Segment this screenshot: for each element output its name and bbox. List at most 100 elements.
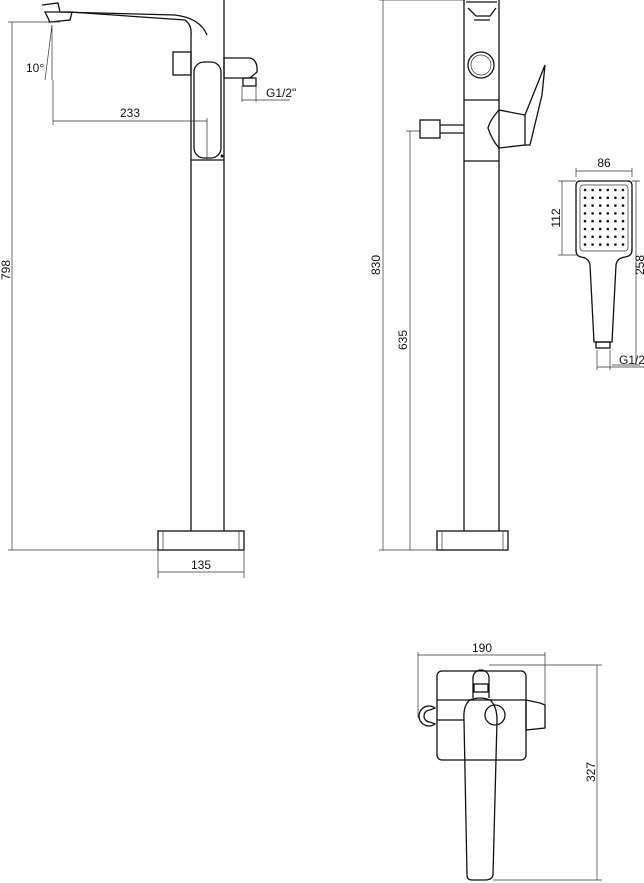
nozzle-dot	[621, 243, 625, 246]
dim-thread-line	[241, 86, 290, 102]
spout-nut	[473, 683, 489, 693]
inlet-box	[525, 699, 546, 731]
nozzle-dot	[591, 188, 594, 192]
nozzle-dot	[598, 196, 602, 200]
nozzle-dot	[598, 219, 602, 223]
nozzle-dot	[591, 196, 594, 200]
inlet-connector	[223, 57, 258, 79]
nozzle-dot	[591, 243, 594, 246]
dim-thread-left: G1/2"	[266, 86, 296, 100]
hose	[440, 124, 464, 134]
dim-258: 258	[633, 255, 644, 275]
nozzle-dot	[614, 235, 617, 239]
base	[436, 530, 509, 551]
nozzle-dot	[591, 227, 594, 231]
nozzle-dot	[614, 196, 617, 200]
shower-thread	[595, 341, 611, 349]
nozzle-dot	[591, 235, 594, 239]
dim-angle: 10°	[26, 61, 44, 75]
dim-830-line	[379, 0, 464, 551]
nozzle-dot	[583, 227, 587, 231]
lever-pivot	[484, 704, 506, 726]
diverter-block	[172, 51, 192, 76]
nozzle-dot	[621, 196, 625, 200]
body-lines	[464, 99, 499, 162]
shower-holder	[418, 705, 437, 727]
nozzle-dot	[591, 212, 594, 215]
dim-798: 798	[0, 260, 13, 280]
lever	[193, 61, 222, 159]
nozzle-dot	[583, 212, 587, 215]
nozzle-dot	[583, 219, 587, 223]
dim-thread-line	[596, 350, 644, 370]
dim-635: 635	[396, 330, 410, 350]
nozzle-dot	[614, 243, 617, 246]
nozzle-dot	[614, 212, 617, 215]
nozzle-dot	[598, 188, 602, 192]
nozzles	[583, 188, 625, 246]
dim-233-line	[52, 80, 208, 160]
nozzle-dot	[591, 204, 594, 207]
dim-thread-shower: G1/2"	[619, 353, 644, 367]
nozzle-dot	[606, 188, 610, 192]
top-view: 190 327	[417, 641, 602, 881]
nozzle-dot	[591, 219, 594, 223]
column	[463, 0, 500, 531]
dim-327: 327	[584, 762, 598, 782]
nozzle-dot	[583, 188, 587, 192]
nozzle-dot	[614, 188, 617, 192]
inlet-nipple	[242, 77, 257, 87]
nozzle-dot	[606, 235, 610, 239]
dim-112: 112	[549, 208, 563, 227]
nozzle-dot	[598, 235, 602, 239]
nozzle-dot	[614, 219, 617, 223]
lever-handle	[463, 697, 498, 881]
nozzle-dot	[621, 227, 625, 231]
nozzle-dot	[621, 188, 625, 192]
nozzle-dot	[606, 227, 610, 231]
spray-face	[579, 184, 629, 252]
nozzle-dot	[621, 219, 625, 223]
nozzle-dot	[598, 212, 602, 215]
lever-base	[487, 109, 526, 149]
base	[157, 530, 245, 551]
hose-connector	[419, 119, 441, 139]
nozzle-dot	[606, 212, 610, 215]
spout-head	[466, 1, 497, 21]
dim-112-line	[558, 180, 578, 256]
spout-top	[41, 2, 208, 36]
front-view: 830 635	[369, 0, 546, 551]
dim-798-line	[8, 21, 158, 551]
dim-258-line	[612, 180, 640, 366]
nozzle-dot	[583, 235, 587, 239]
nozzle-dot	[614, 227, 617, 231]
shower-outline	[575, 180, 633, 343]
nozzle-dot	[606, 204, 610, 207]
dot	[220, 154, 224, 158]
nozzle-dot	[606, 196, 610, 200]
nozzle-dot	[583, 204, 587, 207]
dim-190-line	[417, 652, 546, 718]
dim-830: 830	[369, 255, 383, 275]
dim-327-line	[489, 664, 602, 881]
angle-lines	[44, 24, 53, 81]
nozzle-dot	[621, 204, 625, 207]
dim-86-line	[575, 168, 633, 177]
dim-86: 86	[597, 156, 611, 170]
nozzle-dot	[621, 235, 625, 239]
column	[190, 0, 225, 531]
nozzle-dot	[598, 243, 602, 246]
diverter-knob	[467, 51, 495, 79]
dim-190: 190	[472, 641, 492, 655]
plate-lines	[437, 699, 526, 721]
hand-shower: 86 112 258 G1/2"	[549, 156, 644, 370]
nozzle-dot	[598, 204, 602, 207]
nozzle-dot	[614, 204, 617, 207]
nozzle-dot	[621, 212, 625, 215]
dim-233: 233	[120, 106, 140, 120]
lever	[524, 64, 546, 146]
dim-135-line	[157, 550, 245, 578]
dim-135: 135	[191, 558, 211, 572]
nozzle-dot	[606, 219, 610, 223]
